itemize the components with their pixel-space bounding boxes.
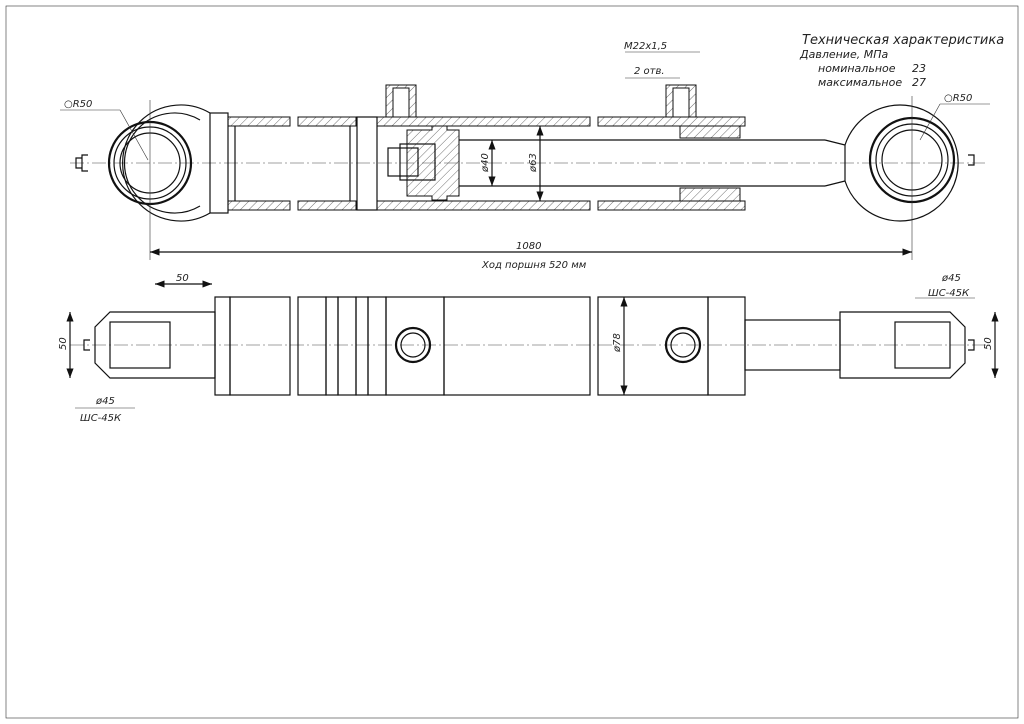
- port-circle-left: [394, 326, 432, 364]
- dim-50-left: 50: [58, 337, 69, 350]
- total-length-label: 1080: [516, 241, 541, 252]
- max-label: максимальное: [818, 76, 902, 89]
- cylinder-tube-section: [227, 84, 825, 211]
- bottom-view: [66, 280, 999, 409]
- tube-diameter-label: ø78: [612, 333, 623, 353]
- top-view-section: [60, 51, 990, 260]
- specs-title: Техническая характеристика: [802, 33, 1004, 48]
- port-circle-right: [664, 326, 702, 364]
- radius-left-label: ○R50: [64, 99, 92, 110]
- nominal-value: 23: [912, 62, 926, 75]
- nominal-label: номинальное: [818, 62, 896, 75]
- dim-50-top: 50: [176, 273, 189, 284]
- rod-diameter-label: ø40: [480, 153, 491, 173]
- radius-right-label: ○R50: [944, 93, 972, 104]
- dim-50-right: 50: [983, 337, 994, 350]
- left-rod-eye: [75, 100, 229, 260]
- stroke-label: Ход поршня 520 мм: [481, 260, 587, 271]
- port-count-label: 2 отв.: [634, 66, 665, 77]
- right-rod-eye: [824, 96, 975, 260]
- max-value: 27: [912, 76, 926, 89]
- bore-diameter-label: ø63: [528, 153, 539, 173]
- port-thread-label: M22x1,5: [624, 41, 667, 52]
- pressure-label: Давление, МПа: [799, 48, 888, 61]
- bearing-left-type: ШС-45К: [80, 413, 122, 424]
- bearing-right-type: ШС-45К: [928, 288, 970, 299]
- sheet-border: [5, 5, 1019, 719]
- bearing-right-dia: ø45: [941, 273, 961, 284]
- bearing-left-dia: ø45: [95, 396, 115, 407]
